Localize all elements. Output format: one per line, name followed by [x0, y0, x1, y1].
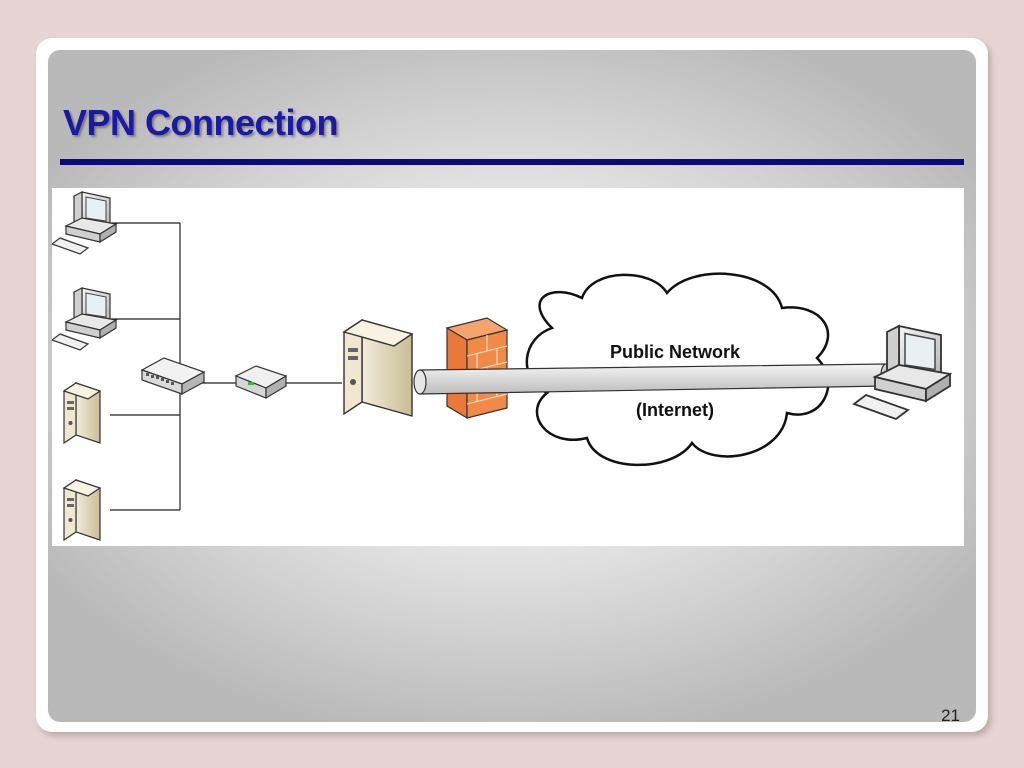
lan-wiring [110, 222, 342, 511]
desktop-computer-icon [52, 287, 117, 351]
tower-server-icon [342, 318, 414, 417]
desktop-computer-icon [52, 191, 117, 255]
tower-server-icon [63, 479, 101, 541]
vpn-diagram: Public Network (Internet) [52, 188, 964, 546]
slide-title: VPN Connection [63, 102, 339, 143]
cloud-label-internet: (Internet) [636, 400, 714, 420]
page-number: 21 [941, 706, 960, 725]
router-icon [234, 365, 288, 400]
firewall-icon [445, 317, 509, 420]
cloud-label-public-network: Public Network [610, 342, 741, 362]
network-switch-icon [140, 357, 206, 396]
tower-server-icon [63, 382, 101, 444]
title-underline [60, 159, 964, 165]
